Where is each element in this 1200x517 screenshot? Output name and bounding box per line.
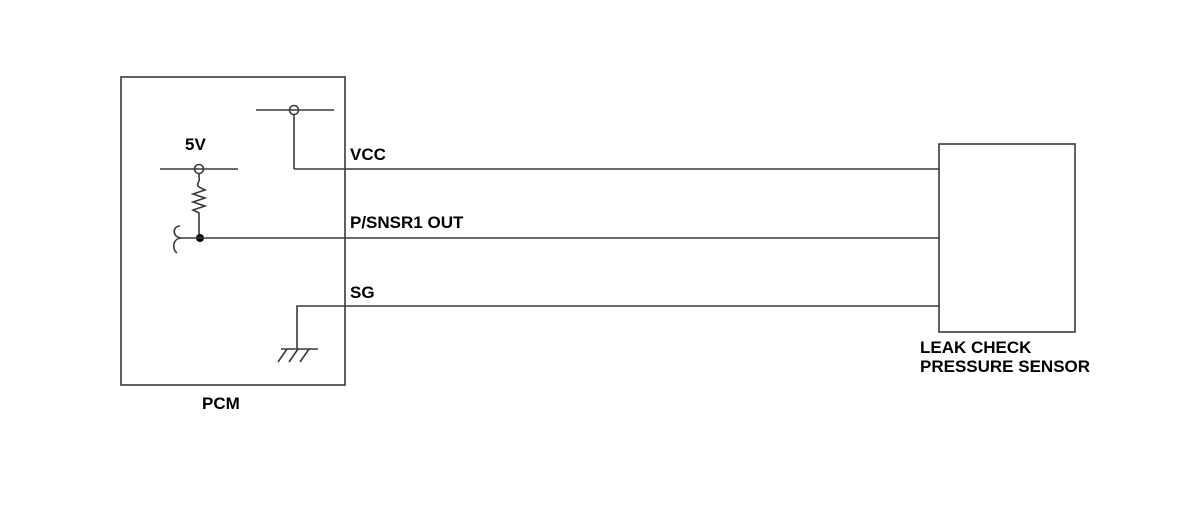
- ground-symbol: [277, 305, 345, 363]
- vcc-terminal: [256, 104, 334, 169]
- signal-label: P/SNSR1 OUT: [350, 213, 464, 232]
- pcm-label: PCM: [202, 394, 240, 413]
- sg-label: SG: [350, 283, 375, 302]
- vcc-label: VCC: [350, 145, 386, 164]
- pcm-box: [120, 76, 346, 386]
- sensor-box: [938, 143, 1076, 333]
- pull-up-resistor: [160, 163, 238, 238]
- sensor-label-line1: LEAK CHECK: [920, 338, 1032, 357]
- supply-voltage-label: 5V: [185, 135, 206, 154]
- sensor-label-line2: PRESSURE SENSOR: [920, 357, 1090, 376]
